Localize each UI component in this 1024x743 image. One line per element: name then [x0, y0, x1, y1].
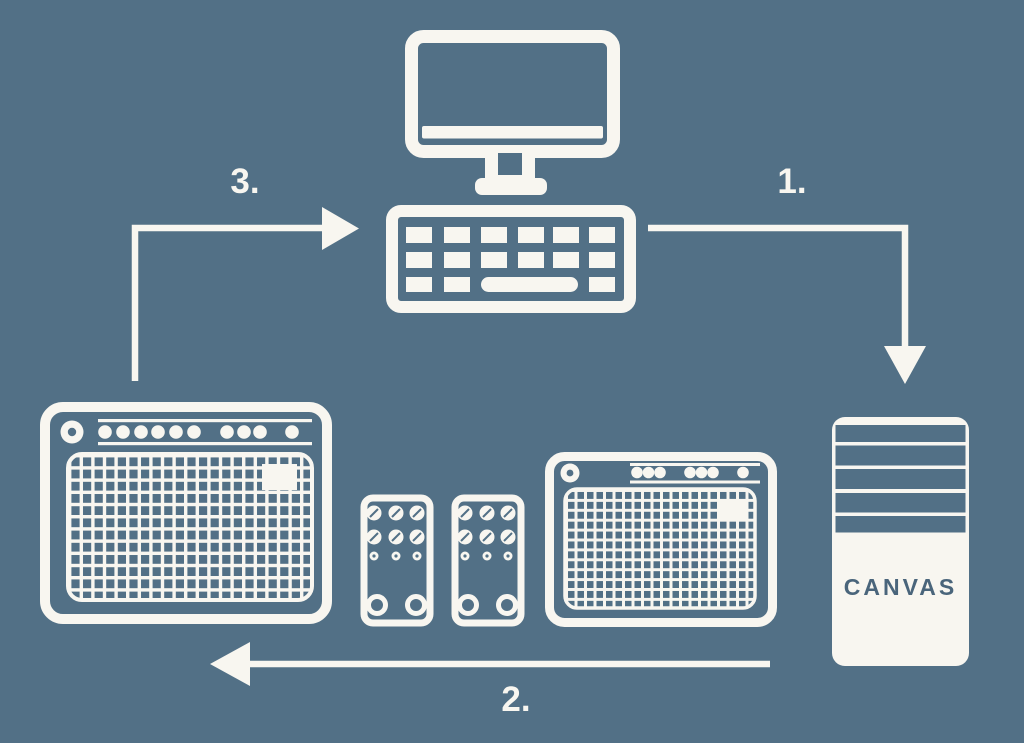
step-1-label: 1. — [777, 162, 807, 201]
desktop-computer-icon — [380, 25, 642, 323]
speaker-grille — [66, 452, 314, 602]
effects-pedal-icon — [360, 494, 434, 632]
guitar-amplifier-small-icon — [545, 452, 777, 632]
step-2-label: 2. — [501, 680, 531, 719]
step-3-label: 3. — [230, 162, 260, 201]
speaker-grille — [563, 487, 757, 610]
elbow-arrow-right-icon — [131, 207, 359, 381]
keyboard-icon — [386, 205, 636, 313]
pedal-knobs — [457, 505, 516, 561]
amp-control-panel — [560, 463, 760, 484]
pedal-footswitches — [366, 594, 427, 616]
tower-vent-slats — [835, 425, 966, 533]
pedal-footswitches — [457, 594, 518, 616]
server-label: CANVAS — [843, 574, 958, 600]
monitor-icon — [405, 30, 620, 195]
monitor-stand-base — [475, 178, 547, 195]
computer-tower-icon: CANVAS — [828, 413, 973, 670]
effects-pedal-icon — [451, 494, 525, 632]
elbow-arrow-down-icon — [648, 224, 926, 384]
pedal-knobs — [366, 505, 425, 561]
spacebar-key — [481, 277, 578, 292]
monitor-chin-bar — [422, 126, 603, 139]
amp-control-panel — [60, 419, 312, 446]
amp-logo-plate — [262, 464, 297, 490]
guitar-amplifier-large-icon — [40, 402, 332, 630]
amp-logo-plate — [720, 499, 748, 521]
arrow-left-icon — [210, 642, 770, 686]
